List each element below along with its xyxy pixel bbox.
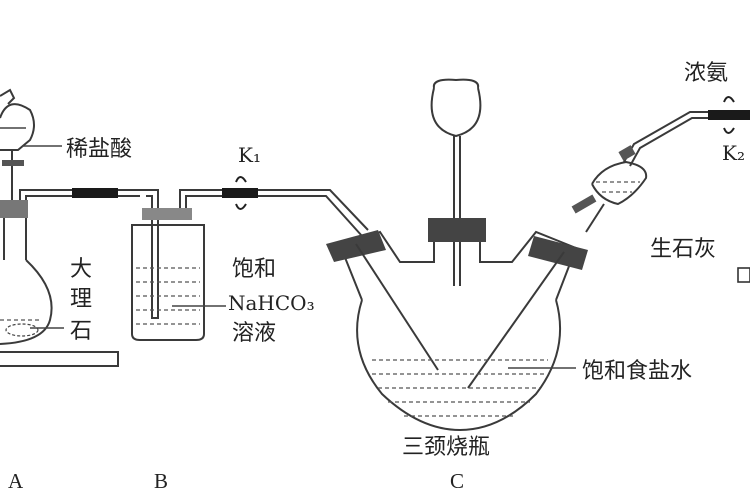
label-letter-a: A	[8, 469, 24, 493]
k1-clamp-icon	[235, 176, 247, 210]
label-nahco3-line1: 饱和	[232, 257, 276, 282]
funnel-c-rim	[432, 78, 480, 89]
tube-b-to-c-inner	[185, 195, 363, 237]
tube-b-inlet-inner	[146, 195, 159, 319]
funnel-d-liquid	[596, 181, 640, 193]
funnel-d-bulb	[591, 160, 648, 206]
funnel-d-stopcock	[571, 194, 597, 214]
apparatus-c	[326, 78, 588, 432]
k2-clamp-icon	[723, 96, 735, 134]
flask-c-left-neck	[340, 222, 435, 301]
label-k2: K₂	[722, 141, 745, 165]
right-stopper	[528, 236, 588, 270]
apparatus-b	[131, 176, 369, 341]
bottle-b-liquid	[136, 267, 200, 325]
funnel-a-body	[0, 103, 35, 151]
apparatus-d	[571, 96, 750, 283]
flask-c-body	[356, 299, 562, 432]
rubber-connector-k2	[708, 110, 750, 120]
bottle-b-stopper	[142, 208, 192, 220]
label-k1: K₁	[238, 143, 261, 167]
funnel-a-stopcock	[2, 160, 24, 166]
stand-base	[0, 351, 119, 367]
left-stopper	[326, 230, 386, 262]
label-quicklime: 生石灰	[650, 237, 716, 262]
quicklime-container	[737, 267, 750, 283]
rubber-connector-k1	[222, 188, 258, 198]
funnel-a-stopper	[0, 88, 16, 105]
label-marble-3: 石	[70, 319, 92, 344]
label-letter-b: B	[154, 469, 168, 493]
label-marble-2: 理	[70, 287, 92, 312]
label-letter-c: C	[450, 469, 464, 493]
label-saturated-brine: 饱和食盐水	[582, 359, 692, 384]
flask-a-stopper	[0, 200, 28, 218]
label-nahco3-line3: 溶液	[232, 321, 276, 346]
label-three-neck-flask: 三颈烧瓶	[402, 435, 490, 460]
label-conc-ammonia: 浓氨	[684, 61, 728, 86]
tube-c-inlet-right	[467, 251, 565, 389]
marble-pieces	[5, 323, 39, 337]
tube-c-inlet	[355, 243, 439, 371]
label-nahco3-line2: NaHCO₃	[228, 291, 315, 315]
flask-c-liquid	[372, 359, 548, 417]
tube-b-inlet	[140, 189, 159, 250]
funnel-d-stem	[585, 203, 605, 233]
funnel-c-bulb	[430, 87, 482, 138]
flask-a-bulb	[0, 259, 53, 345]
label-dilute-hcl: 稀盐酸	[66, 137, 132, 162]
funnel-d-stopper	[618, 145, 636, 161]
label-marble-1: 大	[70, 257, 92, 282]
bottle-b-body	[131, 224, 205, 341]
apparatus-a	[0, 88, 140, 367]
middle-stopper	[428, 218, 486, 242]
rubber-connector-ab	[72, 188, 118, 198]
